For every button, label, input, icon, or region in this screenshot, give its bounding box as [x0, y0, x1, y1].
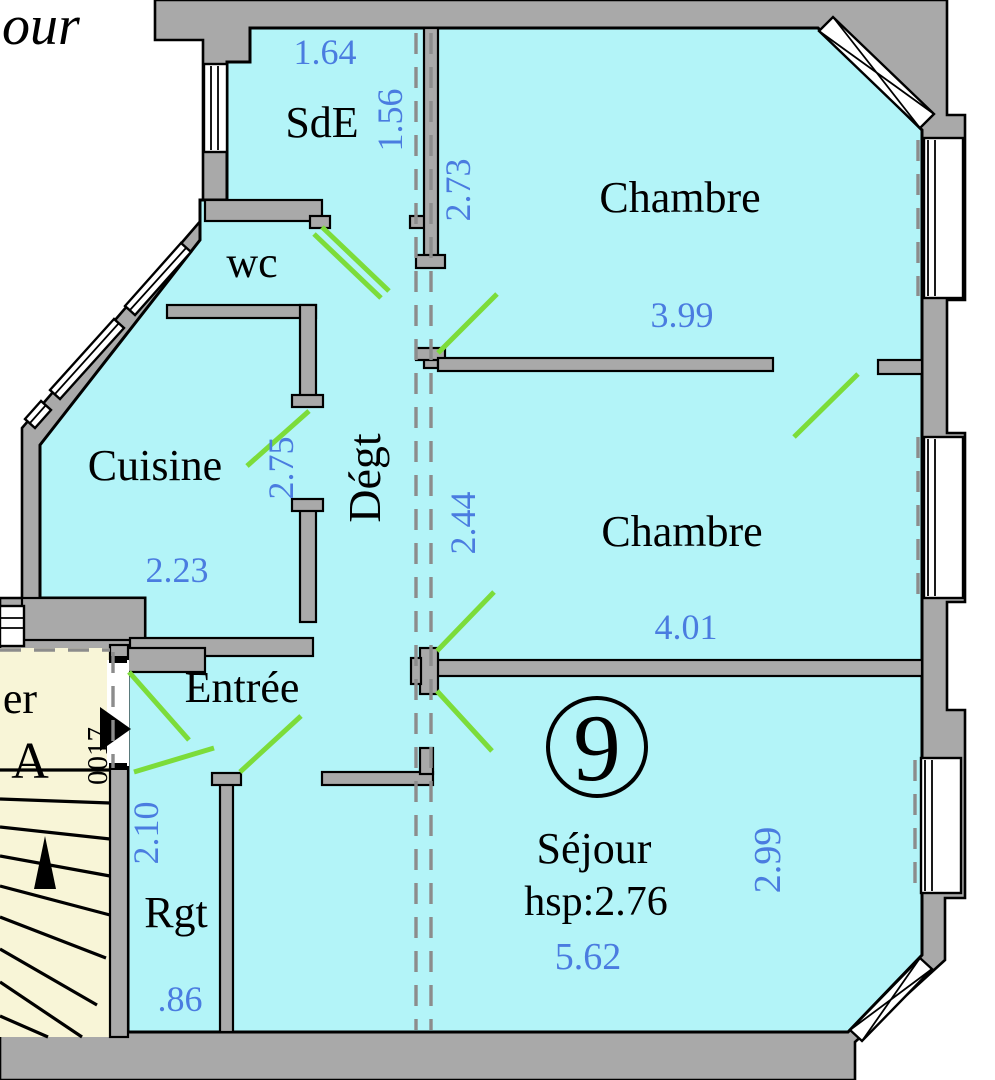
room-label-degagement: Dégt	[339, 433, 390, 523]
window-left-lower	[0, 604, 26, 648]
window-sejour	[919, 756, 963, 895]
room-label-sejour: Séjour	[537, 824, 652, 873]
dim-rgt-side: 2.10	[126, 802, 166, 865]
window-corner-bottom-right	[848, 956, 934, 1043]
dim-cuisine-bottom: 2.23	[146, 550, 209, 590]
window-corner-top-right	[817, 15, 936, 130]
room-label-cuisine: Cuisine	[88, 441, 222, 490]
dim-chambre1-side: 2.73	[438, 159, 478, 222]
stairwell-area	[0, 648, 110, 1037]
door-swing-chambre2	[435, 590, 496, 653]
wall-sde-door-cap	[308, 214, 332, 230]
wall-wc-bottom	[165, 303, 318, 320]
dim-rgt-bottom: .86	[158, 979, 203, 1019]
door-swing-sejour	[435, 689, 494, 753]
unit-number-badge: 9	[546, 695, 648, 801]
dim-sejour-bottom: 5.62	[555, 936, 622, 978]
entrance-arrow-icon	[100, 707, 131, 751]
windows	[0, 15, 965, 1043]
wall-rgt-divider	[218, 781, 235, 1034]
room-label-chambre1: Chambre	[599, 173, 760, 222]
dim-chambre2-bottom: 4.01	[655, 607, 718, 647]
door-swing-entrance	[127, 670, 191, 742]
dim-cuisine-side: 2.75	[261, 437, 301, 500]
wall-cuisine-east-lower-cap	[290, 497, 325, 513]
dim-sde-side: 1.56	[370, 89, 410, 152]
wall-cuisine-south-left	[20, 596, 147, 642]
wall-rgt-divider-cap	[210, 771, 243, 787]
door-swing-rgt	[238, 714, 303, 774]
room-label-entree: Entrée	[185, 663, 300, 712]
labels: our SdE 1.64 1.56 wc Chambre 3.99 2.73 C…	[2, 0, 789, 1019]
room-label-sde: SdE	[285, 98, 358, 147]
wall-sejour-north-junction	[418, 646, 440, 696]
room-label-chambre2: Chambre	[601, 507, 762, 556]
landing-door-code: 0017	[82, 727, 114, 785]
door-swing-chambre1	[436, 292, 499, 355]
door-swing-entree-low	[133, 745, 215, 775]
room-label-wc: wc	[226, 238, 277, 287]
unit-number: 9	[573, 695, 621, 801]
wall-sde-bottom	[203, 198, 324, 223]
wall-cuisine-east-upper-cap	[290, 393, 325, 409]
door-swing-cuisine	[245, 409, 311, 468]
stairs	[0, 768, 111, 1039]
stairs-up-arrow-icon	[34, 836, 56, 889]
landing-label-line2: A	[11, 733, 49, 790]
corner-text: our	[2, 0, 80, 57]
dashed-lines	[0, 33, 920, 1030]
dim-sejour-side: 2.99	[747, 827, 789, 894]
wall-cuisine-east-lower	[298, 498, 318, 624]
landing-label-line1: er	[3, 674, 38, 723]
window-chambre1	[922, 136, 965, 300]
wall-chambre-divider	[436, 356, 775, 373]
window-chambre2	[922, 435, 965, 600]
dim-chambre2-side: 2.44	[443, 492, 483, 555]
wall-sejour-north	[435, 658, 924, 678]
wall-chambre-divider-east-stub	[876, 358, 924, 376]
room-label-rgt: Rgt	[144, 888, 208, 937]
dim-chambre1-bottom: 3.99	[651, 295, 714, 335]
door-swing-wc-b	[312, 232, 383, 300]
sejour-ceiling-height: hsp:2.76	[524, 879, 668, 925]
interior-walls	[20, 26, 924, 1039]
door-swings	[127, 225, 860, 775]
wall-cuisine-east-upper	[298, 303, 318, 402]
door-swing-chambre1-chambre2	[792, 372, 860, 439]
wall-degt-south	[320, 770, 435, 787]
dim-sde-top: 1.64	[294, 32, 357, 72]
window-sde-left	[202, 62, 229, 154]
door-swing-wc-a	[320, 225, 391, 293]
